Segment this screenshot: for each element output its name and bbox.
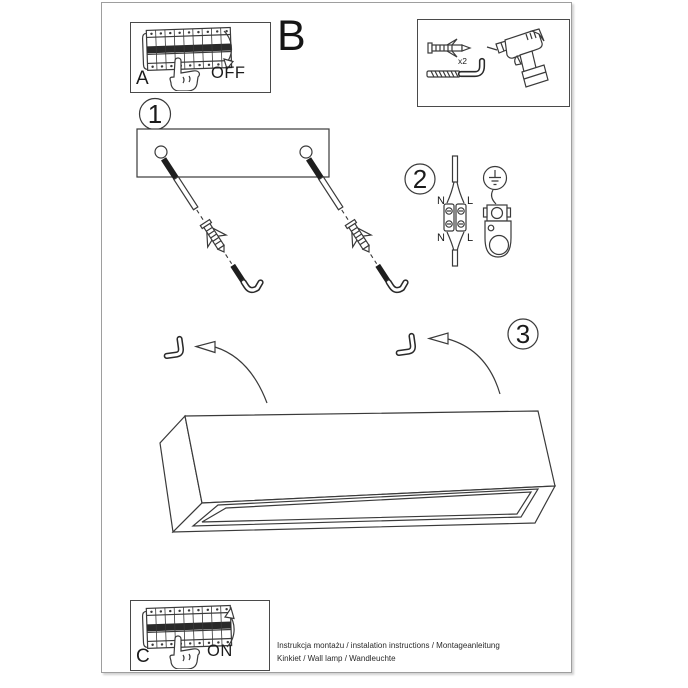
step-2: 2 N L N L: [404, 155, 512, 267]
arrow-down-icon: [223, 30, 235, 71]
section-a-box: A OFF: [130, 22, 271, 93]
cable-bottom: [451, 249, 459, 267]
hand-icon: [169, 57, 200, 91]
cable-top: [451, 155, 459, 183]
step-2-number: 2: [413, 164, 427, 194]
wire-label-n-top: N: [437, 195, 445, 207]
footer-line-1: Instrukcja montażu / instalation instruc…: [277, 641, 500, 650]
step-1: 1: [136, 97, 407, 299]
section-a-label: A: [136, 68, 149, 89]
wire-label-l-bottom: L: [467, 232, 473, 244]
switch-off-label: OFF: [211, 64, 246, 82]
step-1-number: 1: [148, 99, 162, 129]
power-on-illustration: [141, 604, 235, 669]
plate-hole-left: [154, 145, 168, 159]
anchor-qty-label: x2: [458, 56, 467, 66]
step-3: 3: [163, 318, 539, 404]
breaker-panel-icon: [141, 604, 233, 650]
breaker-panel-icon: [141, 26, 233, 72]
wire-label-n-bottom: N: [437, 232, 445, 244]
step-3-badge: [507, 318, 539, 350]
step-2-badge: [404, 163, 436, 195]
switch-on-label: ON: [207, 642, 233, 660]
wire-label-l-top: L: [467, 195, 473, 207]
curved-arrow-left: [214, 346, 268, 404]
ground-clamp: [482, 204, 512, 222]
arrow-up-icon: [223, 606, 235, 648]
terminal-block: [443, 203, 467, 232]
footer-text: Instrukcja montażu / instalation instruc…: [277, 640, 567, 665]
earth-wire: [490, 189, 497, 205]
tools-illustration: x2: [426, 28, 549, 88]
plate-hole-right: [299, 145, 313, 159]
earth-symbol-icon: [482, 165, 508, 191]
montage-steps-illustration: 1 2 N L: [136, 97, 557, 534]
wall-hook-left: [163, 335, 184, 360]
hand-icon: [169, 635, 200, 669]
drill-icon: [486, 28, 549, 88]
section-c-label: C: [136, 646, 150, 667]
power-off-illustration: [141, 26, 235, 91]
hook-screw-icon: [426, 57, 486, 78]
footer-line-2: Kinkiet / Wall lamp / Wandleuchte: [277, 653, 396, 663]
lamp-aperture-inner: [201, 491, 533, 523]
step-3-number: 3: [516, 319, 530, 349]
arrow-head-right: [426, 332, 449, 345]
section-c-box: C ON: [130, 600, 270, 671]
wall-anchor-icon: [427, 38, 472, 58]
arrow-head-left: [193, 340, 216, 354]
curved-arrow-right: [447, 338, 501, 395]
section-b-label: B: [277, 12, 306, 60]
lamp-aperture-outer: [191, 488, 540, 527]
anchor-assembly-right: [299, 151, 407, 298]
wall-hook-right: [395, 332, 416, 357]
fixture-mount-body: [484, 220, 512, 258]
tools-box: x2: [417, 19, 570, 107]
lamp-body: [159, 410, 557, 534]
